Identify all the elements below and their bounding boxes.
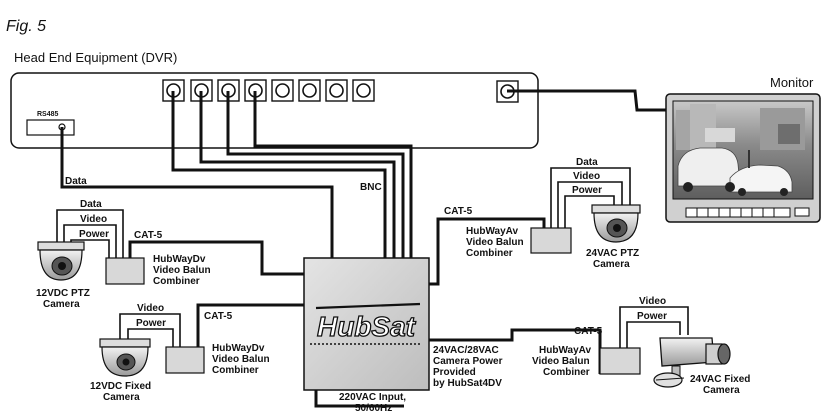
fixed-dome-camera-icon [99, 338, 151, 377]
ptz-12vdc-balun-2: Video Balun [153, 265, 211, 276]
fixed-12vdc-balun [165, 346, 205, 374]
fixed-12vdc-cable-label: CAT-5 [204, 311, 233, 322]
ptz-12vdc-balun [105, 257, 145, 285]
fixed-24vac-name-2: Camera [703, 385, 740, 396]
ptz-12vdc-group: 12VDC PTZ Camera Data Video Power CAT-5 … [36, 199, 304, 310]
fixed-12vdc-group: 12VDC Fixed Camera Video Power CAT-5 Hub… [90, 303, 304, 403]
fixed-24vac-balun-2: Video Balun [532, 356, 590, 367]
fixed-12vdc-balun-2: Video Balun [212, 354, 270, 365]
bnc-connector-6 [298, 79, 321, 102]
fixed-24vac-name-1: 24VAC Fixed [690, 374, 750, 385]
ptz-24vac-balun [530, 227, 572, 254]
ptz-12vdc-wire-power: Power [79, 229, 109, 240]
ptz-24vac-wire-video: Video [573, 171, 600, 182]
camera-power-label-1: 24VAC/28VAC [433, 345, 499, 356]
ptz-12vdc-wire-video: Video [80, 214, 107, 225]
fixed-24vac-cable-label: CAT-5 [574, 326, 603, 337]
power-input-cable [314, 390, 404, 408]
box-camera-icon [653, 337, 731, 388]
ptz-camera-icon [591, 204, 641, 243]
fixed-12vdc-wire-power: Power [136, 318, 166, 329]
data-cable [60, 127, 334, 263]
ptz-12vdc-balun-1: HubWayDv [153, 254, 206, 265]
ptz-camera-icon [37, 241, 85, 281]
ptz-24vac-balun-1: HubWayAv [466, 226, 518, 237]
fixed-12vdc-wire-video: Video [137, 303, 164, 314]
ptz-12vdc-cable-label: CAT-5 [134, 230, 163, 241]
bnc-label: BNC [360, 182, 382, 193]
rs485-label: RS485 [37, 111, 59, 118]
monitor-title: Monitor [770, 75, 814, 90]
bnc-connector-8 [352, 79, 375, 102]
hubsat-unit: HubSat [303, 257, 430, 391]
ptz-24vac-group: CAT-5 HubWayAv Video Balun Combiner Data… [429, 157, 641, 286]
fixed-24vac-balun-3: Combiner [543, 367, 590, 378]
fixed-12vdc-balun-1: HubWayDv [212, 343, 265, 354]
ptz-24vac-cable-label: CAT-5 [444, 206, 473, 217]
camera-power-label-4: by HubSat4DV [433, 378, 502, 389]
rs485-port [26, 119, 75, 136]
monitor [665, 93, 821, 223]
ptz-24vac-name-2: Camera [593, 259, 630, 270]
hubsat-logo: HubSat [317, 311, 417, 342]
ptz-12vdc-name-1: 12VDC PTZ [36, 288, 90, 299]
camera-power-label-2: Camera Power [433, 356, 503, 367]
dvr-title: Head End Equipment (DVR) [14, 50, 177, 65]
ptz-24vac-wire-power: Power [572, 185, 602, 196]
bnc-connector-5 [271, 79, 294, 102]
fixed-24vac-balun-1: HubWayAv [539, 345, 591, 356]
fixed-12vdc-name-1: 12VDC Fixed [90, 381, 151, 392]
ptz-12vdc-name-2: Camera [43, 299, 80, 310]
data-label: Data [65, 176, 87, 187]
monitor-cable [507, 89, 666, 112]
figure-label: Fig. 5 [6, 18, 46, 35]
fixed-24vac-group: CAT-5 HubWayAv Video Balun Combiner Vide… [429, 296, 750, 396]
fixed-24vac-wire-video: Video [639, 296, 666, 307]
ptz-12vdc-wire-data: Data [80, 199, 102, 210]
bnc-connector-7 [325, 79, 348, 102]
fixed-12vdc-balun-3: Combiner [212, 365, 259, 376]
ptz-24vac-wire-data: Data [576, 157, 598, 168]
ptz-12vdc-balun-3: Combiner [153, 276, 200, 287]
ptz-24vac-name-1: 24VAC PTZ [586, 248, 639, 259]
bnc-connector-3 [217, 79, 240, 102]
bnc-connector-1 [162, 79, 185, 102]
ptz-24vac-balun-3: Combiner [466, 248, 513, 259]
power-input-label-1: 220VAC Input, [339, 392, 406, 403]
fixed-24vac-wire-power: Power [637, 311, 667, 322]
fixed-24vac-balun [599, 347, 641, 375]
bnc-cable-bundle [171, 91, 413, 263]
power-input-label-2: 50/60Hz [355, 403, 392, 414]
ptz-24vac-balun-2: Video Balun [466, 237, 524, 248]
fixed-12vdc-name-2: Camera [103, 392, 140, 403]
camera-power-label-3: Provided [433, 367, 476, 378]
